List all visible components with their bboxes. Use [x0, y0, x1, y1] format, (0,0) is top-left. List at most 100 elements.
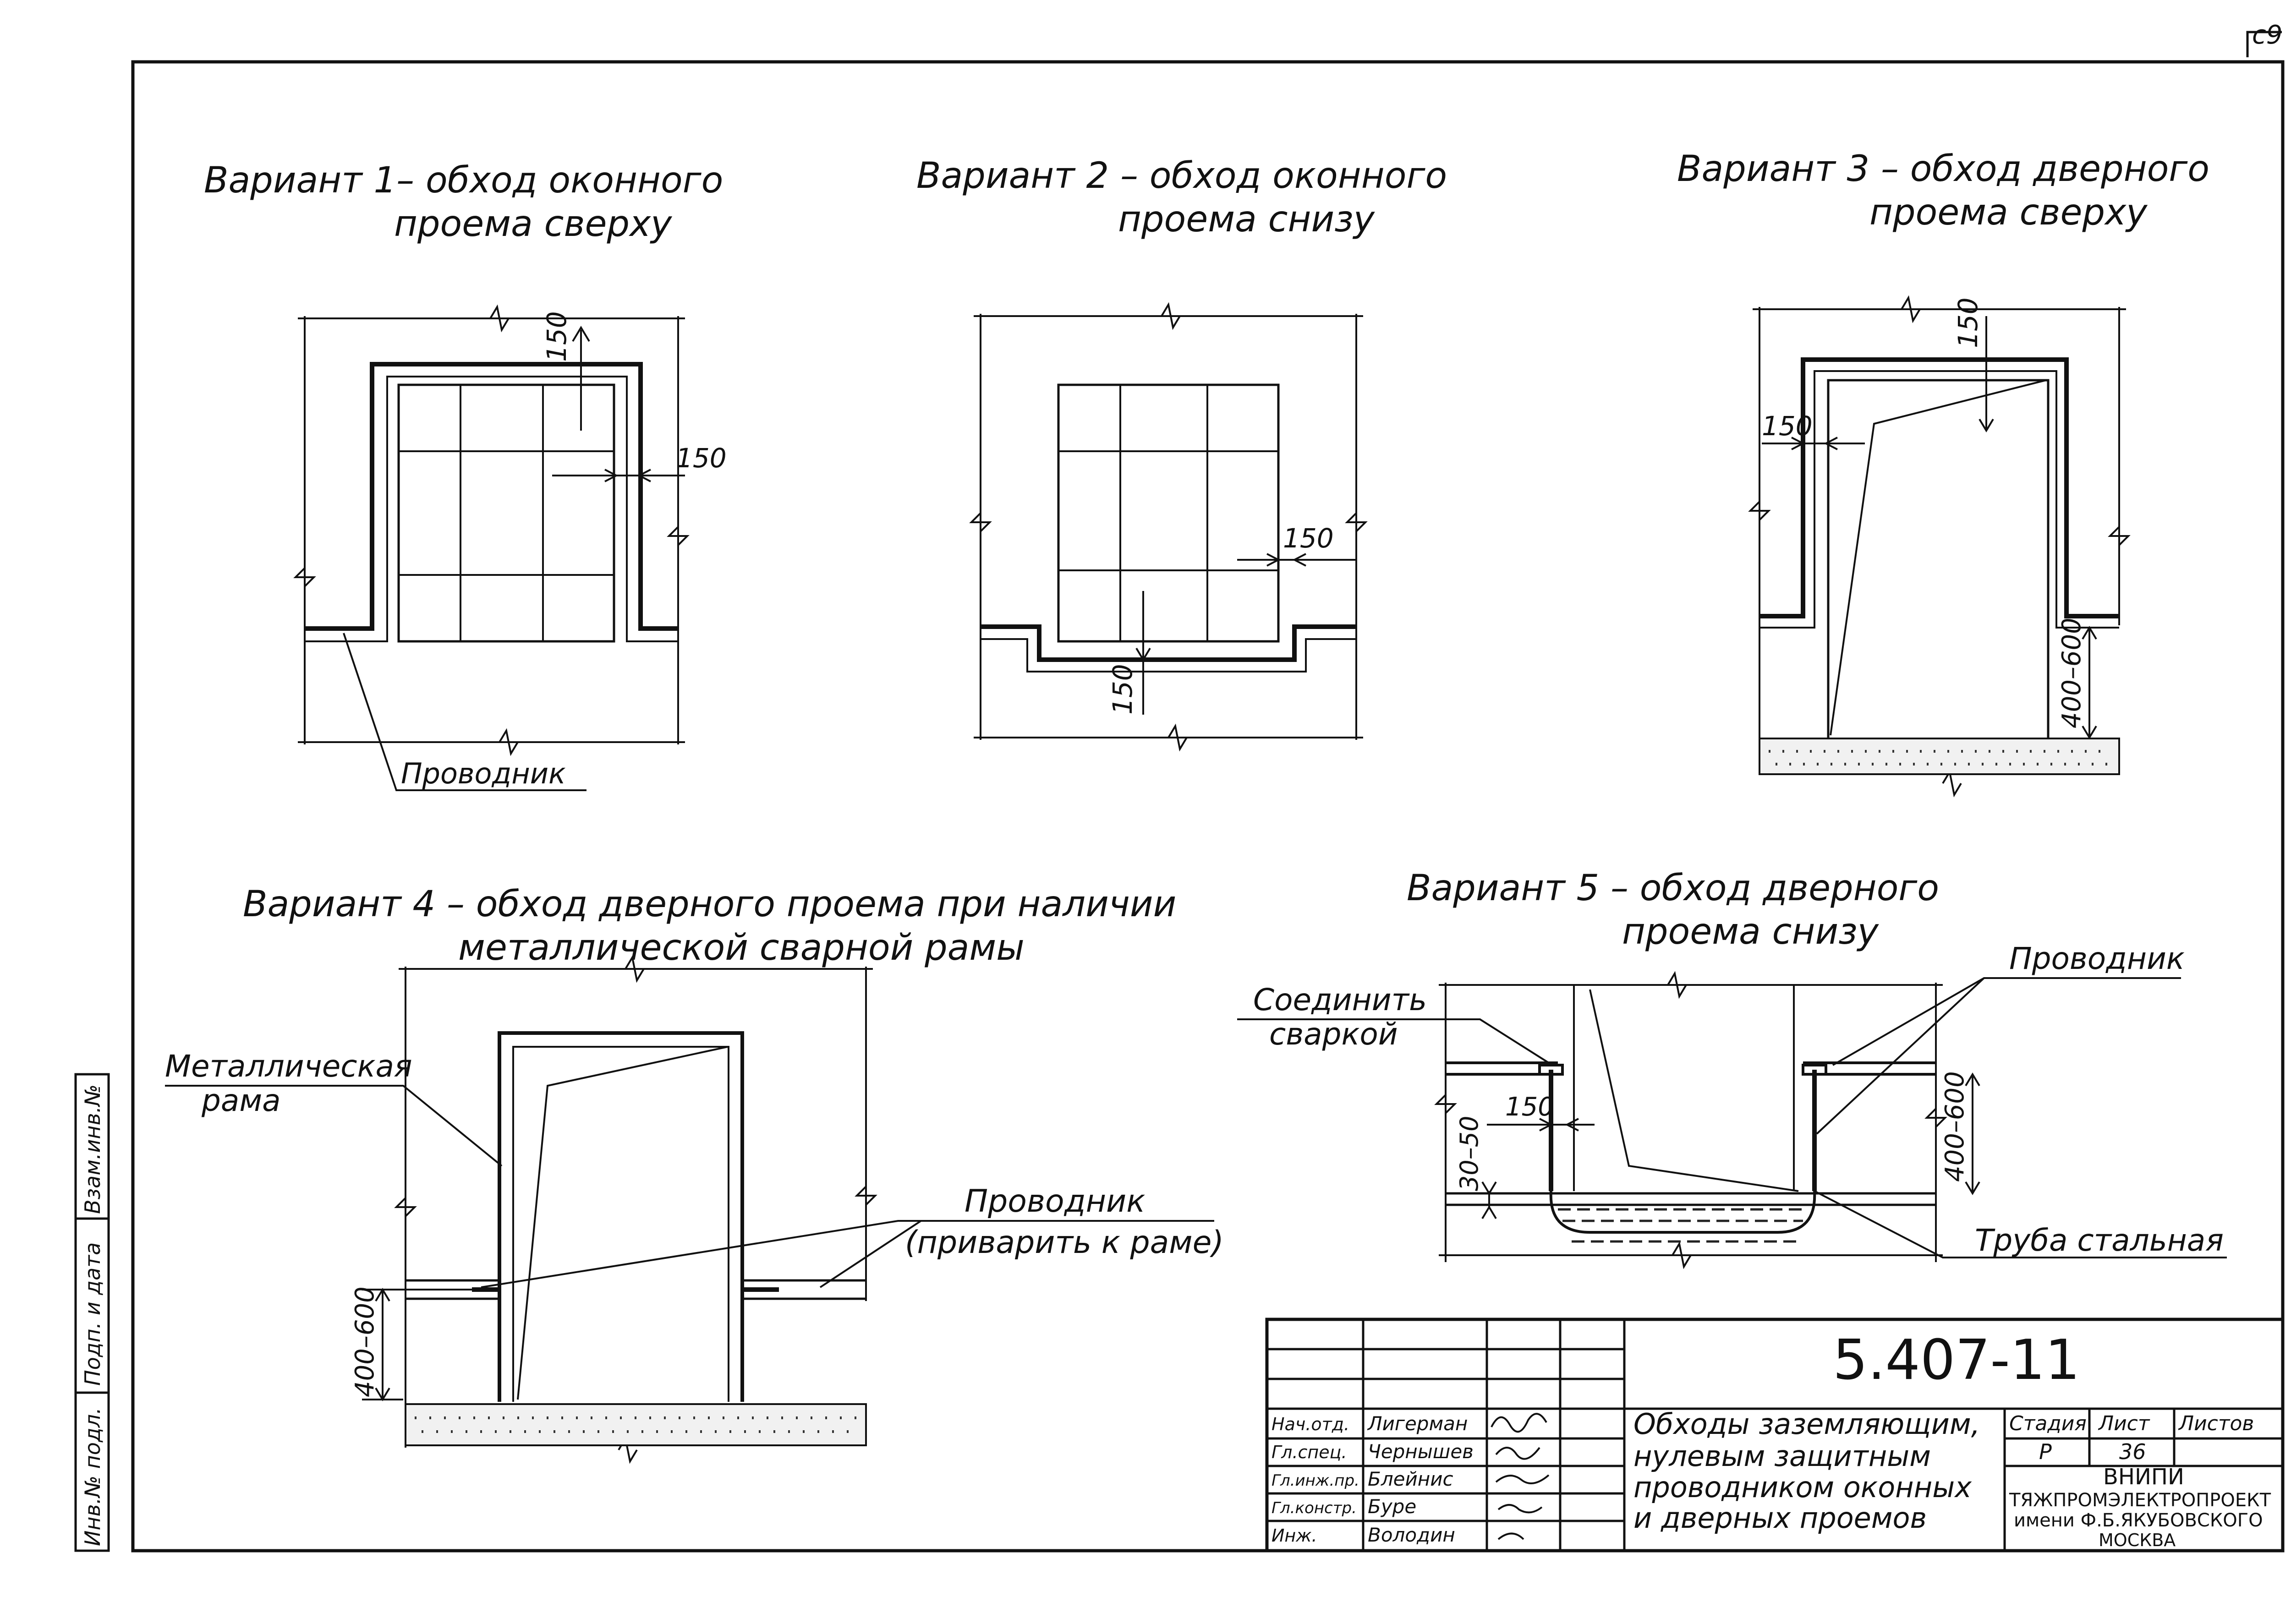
variant-1-dim-top: 150 — [541, 311, 572, 362]
title-block-org-1: ВНИПИ — [2103, 1464, 2184, 1490]
title-block-stage: Р — [2039, 1439, 2052, 1464]
variant-2-wall-line — [981, 638, 1356, 673]
variant-5-weld-clips — [1538, 1064, 1827, 1076]
variant-3-dim-top: 150 — [1952, 297, 1984, 348]
variant-1-wall-line — [305, 376, 678, 642]
title-block-description-line-4: и дверных проемов — [1633, 1501, 1927, 1535]
variant-3-conductor — [1759, 357, 2119, 618]
variant-5-pipe-label: Труба стальная — [1975, 1223, 2224, 1258]
variant-4-floor — [405, 1403, 867, 1446]
variant-4-conductor-leaders — [481, 1220, 1214, 1288]
variant-2-dim-side-line — [1237, 553, 1356, 567]
variant-3-break-marks — [1748, 295, 2131, 798]
variant-3-title-line-1: Вариант 3 – обход дверного — [1677, 148, 2209, 190]
variant-4-walls — [406, 1279, 866, 1300]
variant-5-title-line-2: проема снизу — [1622, 911, 1880, 952]
variant-1-label: Проводник — [401, 757, 566, 790]
variant-5-break-marks — [1434, 971, 1947, 1269]
sheet-corner-mark — [2246, 31, 2282, 57]
variant-5-steel-pipe — [1549, 1191, 1816, 1234]
variant-1-conductor — [305, 362, 678, 631]
sheet-frame — [131, 60, 2285, 1553]
variant-5-dim-height: 400–600 — [1940, 1071, 1970, 1182]
variant-2-break-marks — [969, 302, 1368, 752]
side-stamp: Взам.инв.№ Подп. и дата Инв.№ подл. — [74, 1073, 110, 1552]
variant-3-dim-side: 150 — [1762, 410, 1813, 442]
variant-5-conductor-label: Проводник — [2009, 941, 2185, 976]
title-block-name-4: Буре — [1368, 1495, 1416, 1518]
title-block-org-2: ТЯЖПРОМЭЛЕКТРОПРОЕКТ — [2009, 1490, 2271, 1511]
title-block-name-1: Лигерман — [1367, 1412, 1468, 1435]
title-block-description-line-3: проводником оконных — [1633, 1471, 1972, 1504]
side-stamp-frame — [74, 1073, 110, 1552]
variant-3-dim-side-line — [1762, 437, 1865, 450]
variant-4-door-leaf — [517, 1046, 728, 1400]
title-block-frame — [1265, 1318, 2285, 1553]
variant-3-floor — [1759, 738, 2120, 775]
variant-3: Вариант 3 – обход дверного проема сверху… — [1677, 148, 2209, 798]
variant-5-dim-side-line — [1487, 1118, 1595, 1132]
variant-2: Вариант 2 – обход оконного проема снизу … — [916, 155, 1447, 752]
variant-1-dim-side: 150 — [676, 443, 727, 474]
variant-5-conductor-leaders — [1816, 977, 2181, 1135]
title-block-org-3: имени Ф.Б.ЯКУБОВСКОГО — [2014, 1510, 2263, 1531]
variant-5: Вариант 5 – обход дверного проема снизу … — [1237, 868, 2227, 1269]
variant-2-dim-bottom: 150 — [1107, 664, 1138, 715]
variant-4-break-marks — [394, 955, 877, 1464]
variant-3-door-opening — [1827, 379, 2050, 738]
title-block-org-4: МОСКВА — [2099, 1530, 2176, 1550]
variant-2-title-line-2: проема снизу — [1118, 199, 1376, 240]
variant-4-dimension-frame — [399, 967, 873, 1448]
variant-4-frame-label-line-1: Металлическая — [165, 1049, 412, 1084]
variant-5-door-opening — [1573, 985, 1795, 1191]
title-block-sheets-label: Листов — [2178, 1412, 2254, 1435]
variant-4-dim-height-line — [362, 1288, 486, 1401]
variant-1-leader — [343, 633, 586, 791]
variant-4-metal-frame — [498, 1031, 744, 1402]
variant-2-title-line-1: Вариант 2 – обход оконного — [916, 155, 1447, 197]
variant-1-title-line-1: Вариант 1– обход оконного — [204, 160, 723, 201]
side-stamp-sign-date: Подп. и дата — [80, 1242, 105, 1386]
variant-3-dimension-frame — [1753, 307, 2126, 774]
title-block-grid — [1267, 1319, 2283, 1551]
variant-5-weld-label-line-1: Соединить — [1253, 982, 1427, 1017]
variant-3-door-leaf — [1830, 379, 2046, 736]
variant-5-conductor-risers — [1549, 1070, 1817, 1191]
title-block-name-5: Володин — [1368, 1524, 1455, 1546]
variant-5-dim-height-line — [1965, 1072, 1980, 1195]
variant-5-walls — [1446, 1061, 1936, 1076]
variant-4-dim-height: 400–600 — [350, 1286, 380, 1397]
variant-5-title-line-1: Вариант 5 – обход дверного — [1407, 868, 1939, 909]
variant-1-title-line-2: проема сверху — [394, 203, 673, 245]
variant-2-dim-bottom-line — [1135, 591, 1151, 715]
side-stamp-replace-inv: Взам.инв.№ — [80, 1084, 105, 1214]
title-block: 5.407-11 Нач.отд. Лигерман Гл.спец. Черн… — [1265, 1318, 2285, 1553]
variant-5-weld-label-line-2: сваркой — [1269, 1017, 1398, 1052]
variant-4: Вариант 4 – обход дверного проема при на… — [165, 884, 1224, 1464]
title-block-name-2: Чернышев — [1368, 1440, 1474, 1463]
variant-5-dimension-frame — [1439, 983, 1943, 1262]
variant-2-window — [1057, 383, 1280, 643]
variant-3-wall-line — [1759, 370, 2119, 629]
variant-1-dimension-frame — [298, 316, 685, 744]
side-stamp-orig-inv: Инв.№ подл. — [80, 1407, 105, 1546]
variant-4-frame-label-line-2: рама — [201, 1083, 281, 1118]
title-block-role-4: Гл.констр. — [1272, 1499, 1357, 1517]
variant-3-dim-height: 400–600 — [2057, 618, 2087, 728]
variant-4-floor-hatch — [415, 1416, 857, 1433]
title-block-role-2: Гл.спец. — [1272, 1442, 1347, 1462]
variant-5-dim-side: 150 — [1505, 1092, 1554, 1122]
title-block-name-3: Блейнис — [1368, 1468, 1453, 1490]
variant-3-dim-top-line — [1979, 316, 1994, 432]
variant-1-window — [397, 383, 615, 643]
variant-3-dim-height-line — [2082, 626, 2097, 739]
variant-1-dim-top-line — [572, 326, 590, 431]
variant-1-window-mullions — [399, 385, 614, 641]
title-block-stage-label: Стадия — [2009, 1412, 2087, 1435]
variant-4-conductor-label-line-2: (приварить к раме) — [905, 1225, 1224, 1261]
title-block-sheet: 36 — [2119, 1439, 2146, 1464]
title-block-role-3: Гл.инж.пр. — [1272, 1471, 1359, 1490]
variant-4-frame-leader — [165, 1085, 503, 1167]
variant-5-dim-depth: 30–50 — [1455, 1116, 1484, 1191]
